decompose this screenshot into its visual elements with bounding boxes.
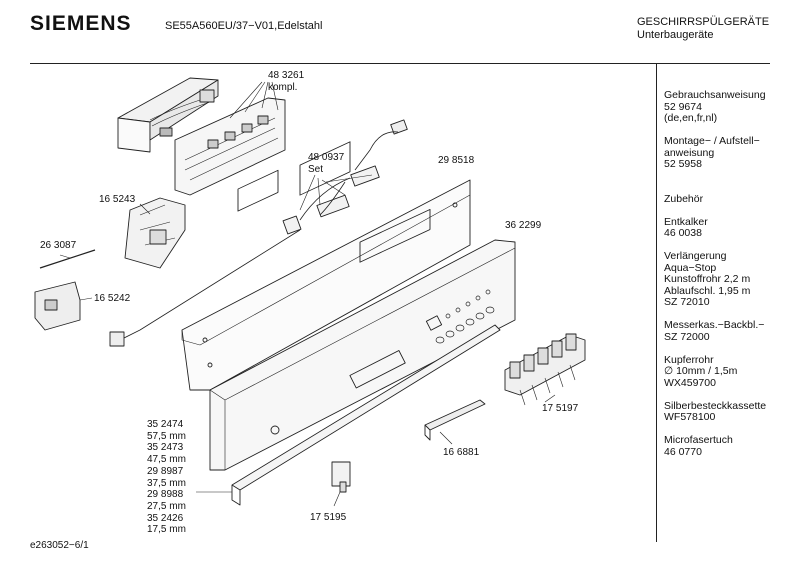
spacer-size-list: 35 2474 57,5 mm 35 2473 47,5 mm 29 8987 … bbox=[147, 419, 186, 536]
door-lock-housing bbox=[124, 197, 186, 269]
part-label: 26 3087 bbox=[40, 240, 77, 251]
accessory-line: SZ 72010 bbox=[664, 296, 710, 308]
size-line: 29 8988 bbox=[147, 489, 184, 501]
size-line: 47,5 mm bbox=[147, 454, 186, 466]
spacer-strip bbox=[231, 324, 501, 506]
part-label: 48 0937 bbox=[308, 152, 345, 163]
part-label: 16 5243 bbox=[99, 194, 136, 205]
header-divider bbox=[30, 63, 770, 64]
accessory-line: ∅ 10mm / 1,5m bbox=[664, 365, 738, 377]
accessory-line: Entkalker bbox=[664, 215, 708, 228]
front-control-panel bbox=[209, 239, 516, 471]
accessory-line: 52 5958 bbox=[664, 158, 702, 170]
part-label: 16 6881 bbox=[443, 447, 480, 458]
size-line: 37,5 mm bbox=[147, 477, 186, 489]
inner-panel bbox=[181, 141, 471, 391]
drawing-code: e263052−6/1 bbox=[30, 540, 89, 551]
control-module-board bbox=[117, 77, 286, 196]
part-label: 16 5242 bbox=[94, 293, 131, 304]
accessory-line: Silberbesteckkassette bbox=[664, 399, 767, 412]
rod bbox=[39, 249, 96, 269]
switch-module bbox=[331, 461, 351, 493]
sidebar-divider bbox=[656, 64, 657, 542]
accessory-line: Montage− / Aufstell− bbox=[664, 135, 760, 147]
accessory-line: Gebrauchsanweisung bbox=[664, 89, 766, 101]
accessory-line: Messerkas.−Backbl.− bbox=[664, 319, 765, 331]
accessory-line: anweisung bbox=[664, 146, 715, 159]
part-label: 17 5195 bbox=[310, 512, 347, 523]
accessory-line: (de,en,fr,nl) bbox=[664, 112, 718, 124]
accessory-line: SZ 72000 bbox=[664, 330, 710, 343]
button-row bbox=[435, 289, 495, 344]
part-label: 17 5197 bbox=[542, 403, 579, 414]
size-line: 29 8987 bbox=[147, 465, 184, 477]
door-lock bbox=[34, 281, 81, 331]
accessory-line: Aqua−Stop bbox=[664, 261, 717, 274]
accessory-line: 46 0038 bbox=[664, 227, 702, 239]
part-label: 29 8518 bbox=[438, 155, 475, 166]
accessory-line: 52 9674 bbox=[664, 100, 702, 113]
model-number: SE55A560EU/37−V01,Edelstahl bbox=[165, 20, 323, 32]
size-line: 27,5 mm bbox=[147, 500, 186, 512]
accessory-line: 46 0770 bbox=[664, 445, 702, 458]
mounting-rail bbox=[424, 399, 486, 441]
size-line: 57,5 mm bbox=[147, 430, 186, 442]
part-label: 36 2299 bbox=[505, 220, 542, 231]
accessory-line: WF578100 bbox=[664, 411, 716, 423]
button-keys bbox=[504, 333, 586, 406]
accessory-line: Kunstoffrohr 2,2 m bbox=[664, 273, 751, 285]
size-line: 35 2426 bbox=[147, 512, 184, 524]
accessory-line: WX459700 bbox=[664, 376, 716, 389]
size-line: 17,5 mm bbox=[147, 524, 186, 536]
brand-logo: SIEMENS bbox=[30, 12, 132, 35]
category-title: GESCHIRRSPÜLGERÄTE bbox=[637, 16, 770, 28]
cable-harness-set bbox=[109, 119, 408, 347]
accessory-list: Gebrauchsanweisung 52 9674 (de,en,fr,nl)… bbox=[664, 89, 767, 458]
part-label: 48 3261 bbox=[268, 70, 305, 81]
part-label: Set bbox=[308, 164, 324, 175]
size-line: 35 2474 bbox=[147, 419, 184, 430]
accessory-line: Kupferrohr bbox=[664, 353, 714, 366]
accessory-line: Zubehör bbox=[664, 192, 704, 205]
accessory-line: Microfasertuch bbox=[664, 434, 733, 446]
accessory-line: Ablaufschl. 1,95 m bbox=[664, 284, 751, 297]
category-subtitle: Unterbaugeräte bbox=[637, 29, 714, 41]
part-label: kompl. bbox=[268, 82, 298, 93]
accessory-line: Verlängerung bbox=[664, 250, 727, 262]
size-line: 35 2473 bbox=[147, 442, 184, 454]
